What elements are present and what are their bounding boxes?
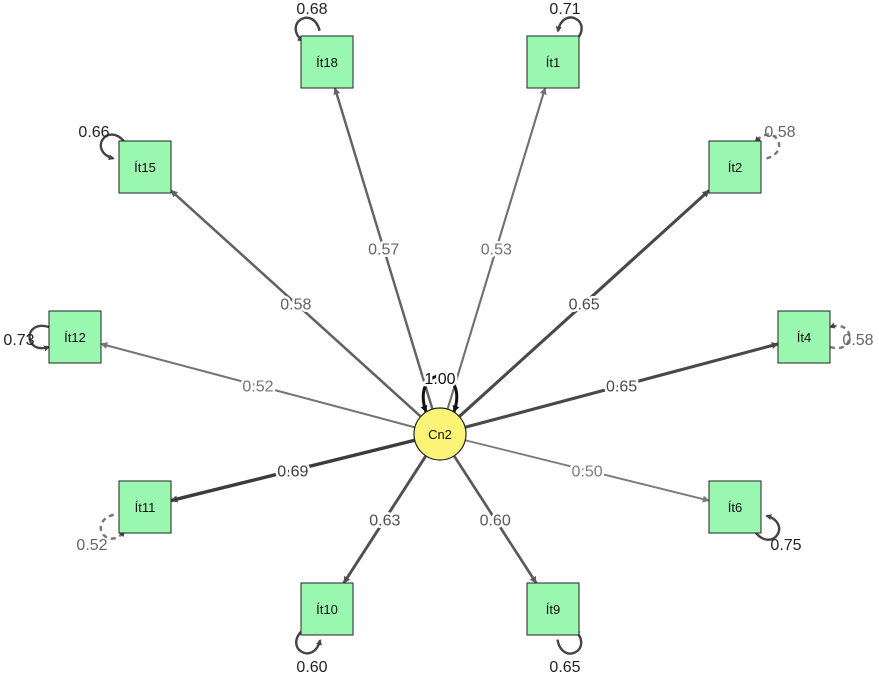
indicator-node-it9: Ít9	[526, 582, 580, 636]
path-labels: 0.53 0.71 0.65 0.58 0.65 0.58 0.50 0.75 0.60 0.65…	[3, 1, 873, 676]
indicator-box	[777, 310, 831, 364]
loading-label-it12: 0.52	[242, 379, 273, 396]
indicator-box	[300, 35, 354, 89]
residual-label-it4: 0.58	[842, 332, 873, 349]
factor-circle	[413, 407, 467, 461]
residual-label-it10: 0.60	[296, 659, 327, 676]
indicator-node-it6: Ít6	[708, 480, 762, 534]
indicator-node-it4: Ít4	[777, 310, 831, 364]
indicator-box	[48, 310, 102, 364]
loading-label-it4: 0.65	[606, 379, 637, 396]
indicator-label: Ít18	[316, 55, 338, 70]
residual-label-it12: 0.73	[3, 332, 34, 349]
loading-path-it2	[458, 189, 711, 418]
indicator-label: Ít11	[135, 500, 156, 515]
residual-loop-it15	[99, 133, 126, 161]
loading-label-it9: 0.60	[480, 512, 511, 529]
loading-path-it18	[333, 87, 434, 410]
residual-loop-it10	[295, 629, 322, 655]
indicator-label: Ít4	[797, 330, 811, 345]
indicator-box	[118, 140, 172, 194]
loading-path-it6	[465, 439, 710, 503]
factor-variance-loop	[420, 374, 460, 413]
loading-label-it15: 0.58	[280, 297, 311, 314]
residual-loop-it18	[294, 16, 321, 43]
loading-path-it1	[446, 87, 547, 410]
latent-factor-node: Cn2	[413, 407, 467, 461]
indicator-box	[118, 480, 172, 534]
loading-label-it11: 0.69	[277, 463, 308, 480]
residual-loop-it1	[555, 16, 583, 42]
loading-path-it9	[452, 455, 538, 584]
indicator-node-it15: Ít15	[118, 140, 172, 194]
factor-label: Cn2	[428, 427, 452, 442]
indicator-box	[708, 480, 762, 534]
loading-path-it11	[170, 438, 416, 503]
factor-variance-label: 1.00	[424, 371, 455, 388]
indicator-box	[526, 35, 580, 89]
residual-label-it6: 0.75	[770, 537, 801, 554]
residual-label-it1: 0.71	[549, 1, 580, 18]
indicator-label: Ít6	[728, 500, 742, 515]
loading-path-it10	[342, 455, 428, 584]
indicator-box	[526, 582, 580, 636]
indicator-label: Ít10	[316, 602, 338, 617]
indicator-label: Ít2	[728, 160, 742, 175]
indicator-box	[708, 140, 762, 194]
indicator-node-it2: Ít2	[708, 140, 762, 194]
loading-label-it18: 0.57	[368, 242, 399, 259]
residual-label-it11: 0.52	[76, 537, 107, 554]
indicator-node-it18: Ít18	[300, 35, 354, 89]
indicator-label: Ít15	[134, 160, 156, 175]
residual-label-it9: 0.65	[549, 659, 580, 676]
indicator-box	[300, 582, 354, 636]
indicator-label: Ít1	[546, 55, 560, 70]
loading-label-it2: 0.65	[569, 297, 600, 314]
residual-loop-it9	[556, 629, 583, 655]
residual-label-it18: 0.68	[296, 1, 327, 18]
residual-variances	[28, 16, 851, 655]
residual-loop-it6	[754, 514, 781, 541]
loading-label-it10: 0.63	[369, 512, 400, 529]
indicator-node-it1: Ít1	[526, 35, 580, 89]
loading-path-it4	[464, 342, 779, 429]
loading-label-it6: 0.50	[572, 463, 603, 480]
loading-path-it15	[170, 189, 422, 418]
indicator-node-it12: Ít12	[48, 310, 102, 364]
indicator-node-it11: Ít11	[118, 480, 172, 534]
indicator-node-it10: Ít10	[300, 582, 354, 636]
indicator-label: Ít9	[546, 602, 560, 617]
residual-label-it15: 0.66	[78, 124, 109, 141]
residual-label-it2: 0.58	[764, 124, 795, 141]
loading-paths	[100, 87, 779, 584]
residual-loop-it12	[28, 324, 51, 352]
loading-label-it1: 0.53	[481, 242, 512, 259]
indicator-label: Ít12	[64, 330, 86, 345]
loading-path-it12	[100, 342, 416, 429]
